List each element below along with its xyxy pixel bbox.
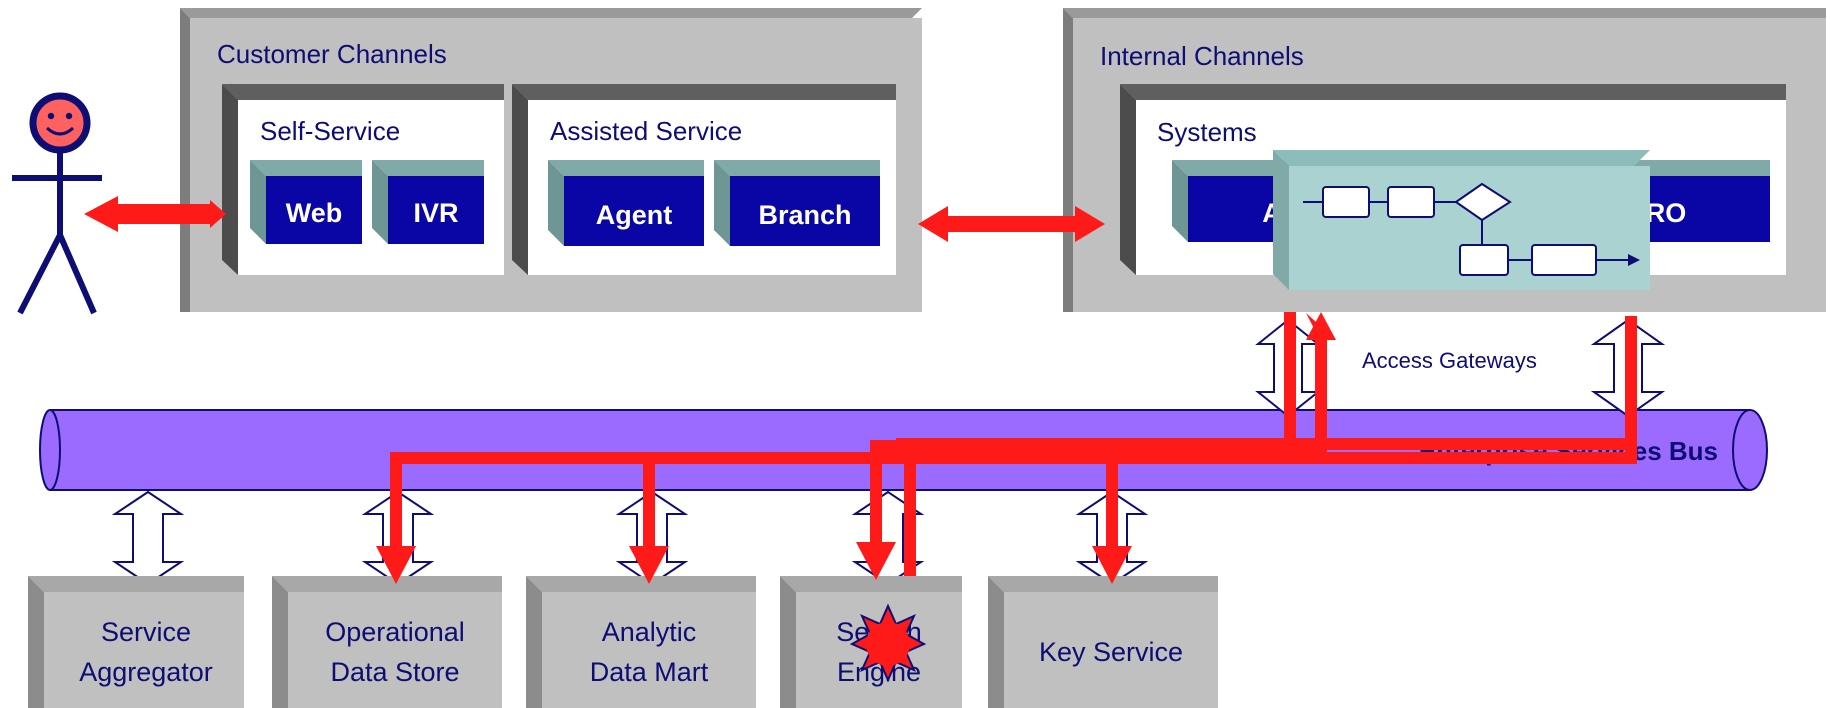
analytic-data-mart-line2: Data Mart [590,657,709,687]
channels-link-arrow [918,206,1105,242]
service-aggregator-line1: Service [101,617,191,647]
user-stick-figure-icon [12,92,102,315]
systems-right-button-label: RO [1646,198,1687,228]
branch-button[interactable]: Branch [714,160,880,246]
self-service-title: Self-Service [260,116,400,146]
internal-channels-title: Internal Channels [1100,41,1304,71]
branch-button-label: Branch [758,200,851,230]
access-gateways-label: Access Gateways [1362,348,1537,373]
ivr-button-label: IVR [413,198,458,228]
service-aggregator-box: Service Aggregator [28,576,244,708]
analytic-data-mart-line1: Analytic [602,617,697,647]
workflow-decision [1454,182,1512,222]
assisted-service-title: Assisted Service [550,116,742,146]
operational-data-store-box: Operational Data Store [272,576,502,708]
workflow-step-4 [1531,244,1597,276]
operational-data-store-line1: Operational [325,617,465,647]
starburst-icon [849,603,927,683]
web-button[interactable]: Web [250,160,362,244]
workflow-step-3 [1459,244,1509,276]
service-aggregator-line2: Aggregator [79,657,213,687]
user-channel-arrow [84,196,226,232]
key-service-label: Key Service [1039,637,1183,667]
analytic-data-mart-box: Analytic Data Mart [526,576,756,708]
systems-title: Systems [1157,117,1257,147]
agent-button[interactable]: Agent [548,160,704,246]
key-service-box: Key Service [988,576,1218,708]
operational-data-store-line2: Data Store [330,657,459,687]
web-button-label: Web [286,198,343,228]
process-workflow-box [1273,150,1650,290]
workflow-step-2 [1387,186,1435,218]
bus-service-arrow-1 [111,490,185,586]
agent-button-label: Agent [596,200,673,230]
workflow-step-1 [1322,186,1370,218]
message-flow-lines [376,312,1637,584]
customer-channels-title: Customer Channels [217,39,447,69]
ivr-button[interactable]: IVR [372,160,484,244]
